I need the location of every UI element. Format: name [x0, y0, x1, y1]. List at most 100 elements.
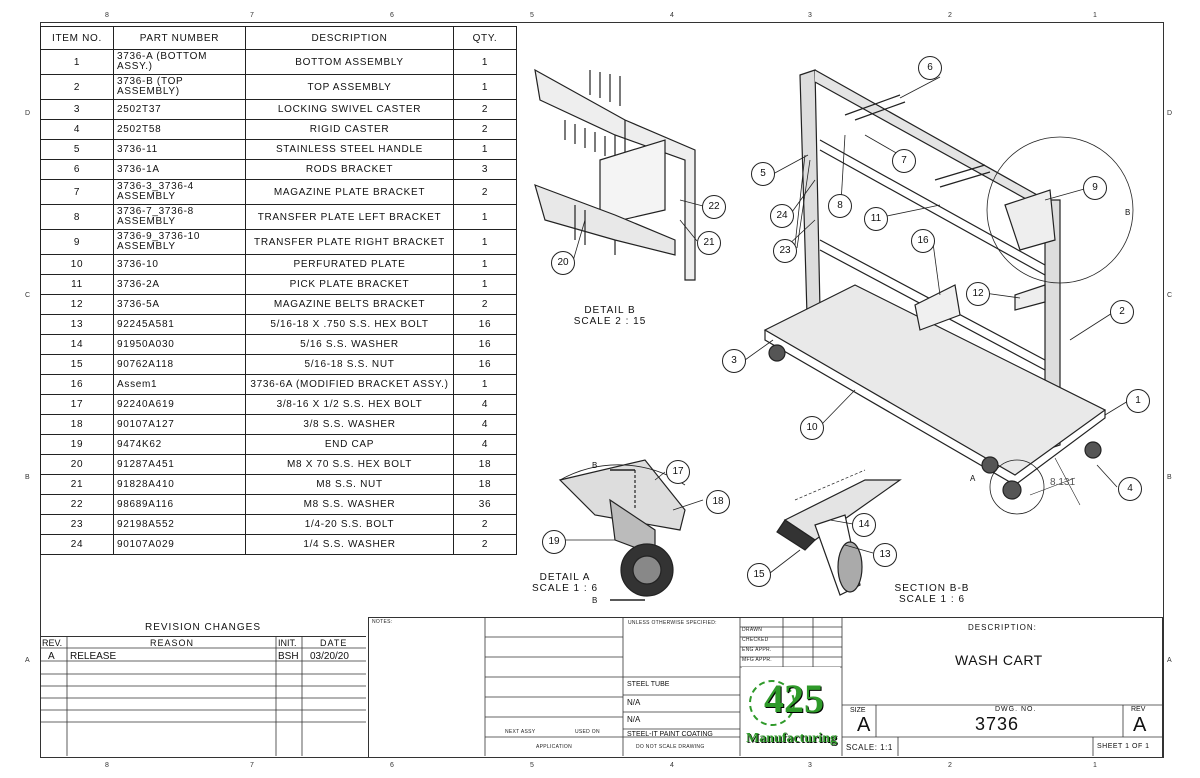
- bom-qty: 36: [453, 494, 517, 515]
- mfg-label: MFG APPR.: [742, 657, 772, 663]
- bom-header-part: PART NUMBER: [113, 26, 246, 50]
- bom-part-number: 91287A451: [113, 454, 246, 475]
- bom-part-number: 92245A581: [113, 314, 246, 335]
- bom-header-qty: QTY.: [453, 26, 517, 50]
- bom-item-no: 7: [40, 179, 114, 205]
- revision-block: REVISION CHANGES REV. REASON INIT. DATE …: [40, 622, 366, 756]
- bom-part-number: 90762A118: [113, 354, 246, 375]
- bom-description: 5/16-18 X .750 S.S. HEX BOLT: [245, 314, 454, 335]
- bom-description: TOP ASSEMBLY: [245, 74, 454, 100]
- detail-a-label: DETAIL A SCALE 1 : 6: [510, 572, 620, 594]
- bom-qty: 2: [453, 514, 517, 535]
- bom-description: 3/8-16 X 1/2 S.S. HEX BOLT: [245, 394, 454, 415]
- bom-item-no: 3: [40, 99, 114, 120]
- bom-part-number: 9474K62: [113, 434, 246, 455]
- sheet-value: SHEET 1 OF 1: [1097, 743, 1150, 750]
- section-bb-scale: SCALE 1 : 6: [898, 594, 966, 605]
- size-value: A: [857, 714, 871, 736]
- bom-qty: 16: [453, 354, 517, 375]
- detail-b-scale: SCALE 2 : 15: [573, 316, 647, 327]
- bom-description: M8 S.S. WASHER: [245, 494, 454, 515]
- drawing-views: [534, 68, 1134, 601]
- bom-part-number: 2502T37: [113, 99, 246, 120]
- bom-description: 5/16-18 S.S. NUT: [245, 354, 454, 375]
- revision-rev: A: [48, 651, 55, 662]
- bom-description: RODS BRACKET: [245, 159, 454, 180]
- bom-description: 3/8 S.S. WASHER: [245, 414, 454, 435]
- zone-label-top-7: 7: [250, 12, 254, 19]
- balloon-main: 9: [1083, 176, 1107, 200]
- revision-header-reason: REASON: [150, 638, 195, 648]
- bom-item-no: 14: [40, 334, 114, 355]
- zone-label-top-4-bottom: 4: [670, 762, 674, 769]
- balloon-main: 5: [751, 162, 775, 186]
- bom-description: MAGAZINE BELTS BRACKET: [245, 294, 454, 315]
- bom-description: 1/4 S.S. WASHER: [245, 534, 454, 555]
- zone-label-side-B: B: [25, 474, 30, 481]
- zone-label-top-1: 1: [1093, 12, 1097, 19]
- bom-part-number: 3736-5A: [113, 294, 246, 315]
- bom-item-no: 10: [40, 254, 114, 275]
- finish-b-value: STEEL-IT PAINT COATING: [627, 731, 713, 738]
- balloon-main: 24: [770, 204, 794, 228]
- bom-part-number: 2502T58: [113, 119, 246, 140]
- bom-header-row: ITEM NO. PART NUMBER DESCRIPTION QTY.: [40, 26, 517, 50]
- bom-item-no: 4: [40, 119, 114, 140]
- revision-init: BSH: [278, 651, 299, 662]
- no-scale-label: DO NOT SCALE DRAWING: [636, 744, 705, 750]
- bom-item-no: 5: [40, 139, 114, 160]
- zone-label-top-3: 3: [808, 12, 812, 19]
- balloon-detail-b: 21: [697, 231, 721, 255]
- tolerance-label: UNLESS OTHERWISE SPECIFIED:: [628, 620, 717, 626]
- bom-header-desc: DESCRIPTION: [245, 26, 454, 50]
- balloon-main: 6: [918, 56, 942, 80]
- bom-part-number: 3736-A (BOTTOM ASSY.): [113, 49, 246, 75]
- bom-qty: 1: [453, 204, 517, 230]
- zone-label-side-A-right: A: [1167, 657, 1172, 664]
- bom-item-no: 13: [40, 314, 114, 335]
- bom-part-number: 3736-3_3736-4 ASSEMBLY: [113, 179, 246, 205]
- revision-header-rev: REV.: [42, 638, 63, 648]
- bom-qty: 1: [453, 374, 517, 395]
- section-bb-title: SECTION B-B: [894, 583, 970, 594]
- eng-label: ENG APPR.: [742, 647, 772, 653]
- balloon-section: 14: [852, 513, 876, 537]
- detail-b-graphic: [534, 68, 696, 281]
- balloon-section: 13: [873, 543, 897, 567]
- detail-a-graphic: [558, 459, 686, 601]
- zone-label-top-2: 2: [948, 12, 952, 19]
- zone-label-top-4: 4: [670, 12, 674, 19]
- detail-a-title: DETAIL A: [539, 572, 591, 583]
- balloon-main: 11: [864, 207, 888, 231]
- logo-ring-icon: [749, 680, 795, 726]
- zone-label-top-6-bottom: 6: [390, 762, 394, 769]
- bom-part-number: 3736-2A: [113, 274, 246, 295]
- bom-part-number: 90107A127: [113, 414, 246, 435]
- bom-item-no: 22: [40, 494, 114, 515]
- zone-label-top-3-bottom: 3: [808, 762, 812, 769]
- bom-description: TRANSFER PLATE LEFT BRACKET: [245, 204, 454, 230]
- material-value: STEEL TUBE: [627, 681, 670, 688]
- rev-label: REV: [1131, 706, 1146, 713]
- revision-header-date: DATE: [320, 638, 348, 648]
- section-bb-label: SECTION B-B SCALE 1 : 6: [877, 583, 987, 605]
- zone-label-side-B-right: B: [1167, 474, 1172, 481]
- bom-part-number: 98689A116: [113, 494, 246, 515]
- revision-grid: REV. REASON INIT. DATE A RELEASE BSH 03/…: [40, 636, 366, 757]
- bom-qty: 1: [453, 139, 517, 160]
- zone-label-top-6: 6: [390, 12, 394, 19]
- revision-grid-lines: [40, 636, 366, 756]
- balloon-main: 16: [911, 229, 935, 253]
- bom-description: 3736-6A (MODIFIED BRACKET ASSY.): [245, 374, 454, 395]
- bom-qty: 1: [453, 229, 517, 255]
- title-block: [368, 617, 1163, 758]
- bom-qty: 16: [453, 314, 517, 335]
